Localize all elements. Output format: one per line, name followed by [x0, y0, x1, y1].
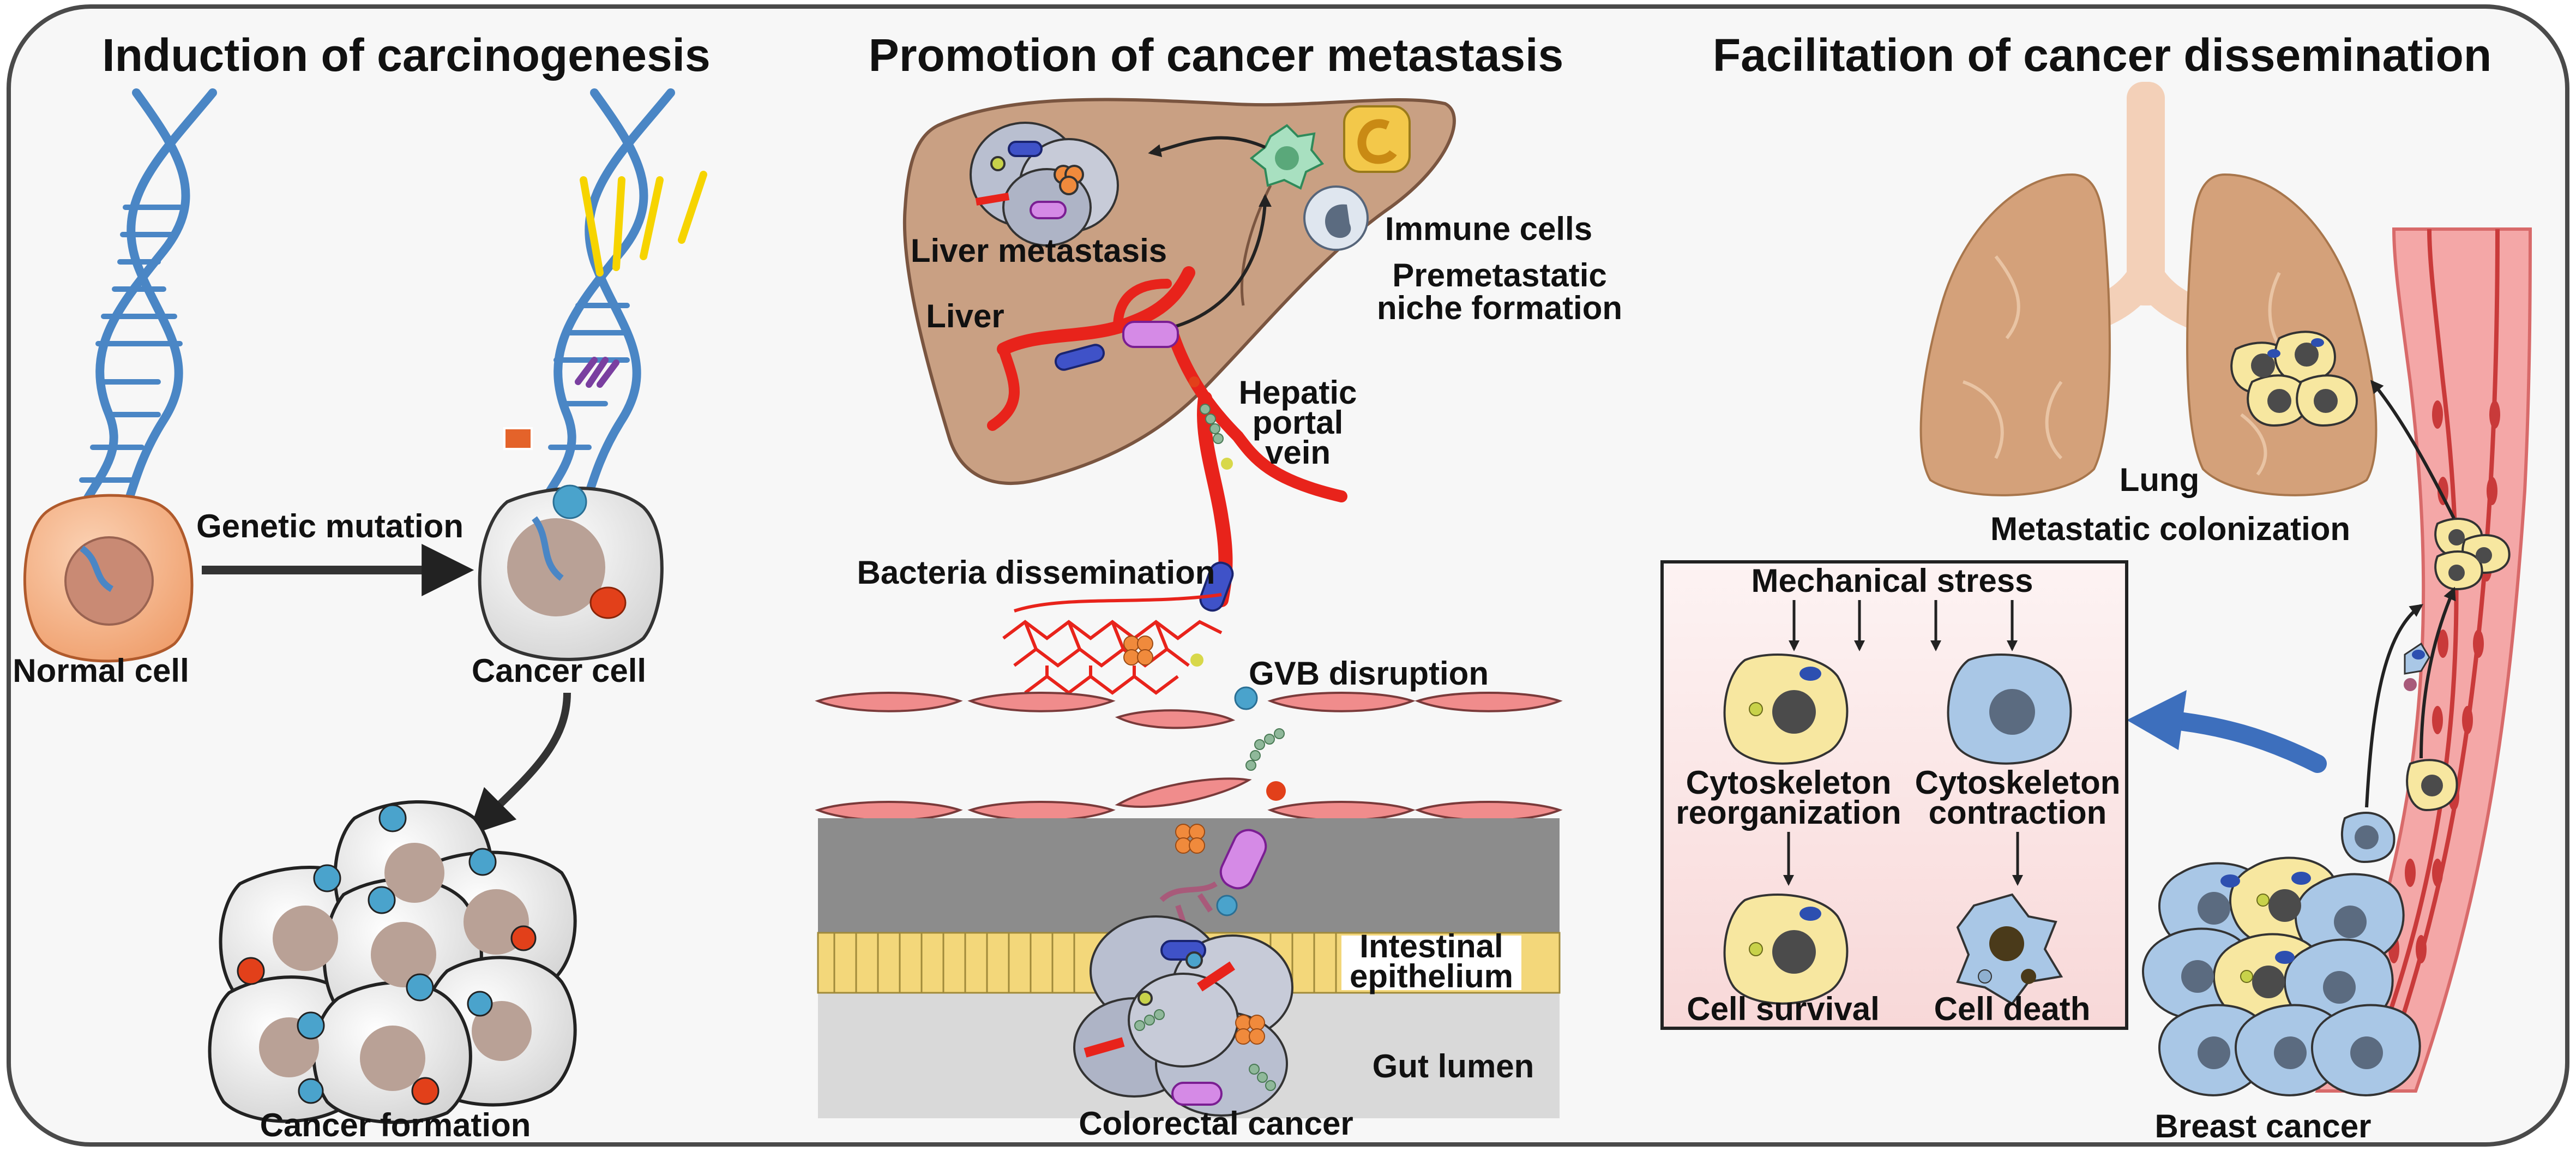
cancer-formation-arrow [468, 692, 571, 836]
lung-label: Lung [2120, 461, 2200, 498]
immune-cell-icon [1249, 105, 1411, 251]
bacteria-dissemination-label: Bacteria dissemination [857, 554, 1215, 591]
panel-title-dissemination: Facilitation of cancer dissemination [1713, 29, 2491, 81]
cell-survival-label: Cell survival [1687, 991, 1880, 1027]
contraction-label-2: contraction [1929, 794, 2107, 831]
immune-arrow [1148, 136, 1266, 157]
cancer-cell-icon [478, 484, 664, 661]
panel-dissemination: Facilitation of cancer dissemination Lun… [1660, 29, 2532, 1144]
intestinal-epithelium-label-1: Intestinal [1359, 928, 1503, 964]
capillary-network [1002, 593, 1223, 695]
lung-metastatic-cluster [2230, 331, 2358, 427]
premetastatic-label-1: Premetastatic [1392, 257, 1607, 293]
colorectal-cancer-label: Colorectal cancer [1079, 1105, 1353, 1142]
surviving-cell-icon [1723, 894, 1849, 1005]
contracted-cell-icon [1947, 654, 2072, 765]
cell-death-label: Cell death [1934, 991, 2091, 1027]
cancer-formation-cluster [208, 800, 577, 1124]
premetastatic-label-2: niche formation [1377, 290, 1622, 326]
contraction-label-1: Cytoskeleton [1915, 764, 2121, 801]
panel-title-metastasis: Promotion of cancer metastasis [869, 29, 1563, 81]
reorganization-label-1: Cytoskeleton [1686, 764, 1892, 801]
dissemination-arrow [2161, 711, 2327, 773]
panel-carcinogenesis: Induction of carcinogenesis Normal cell … [13, 29, 710, 1143]
panel-title-carcinogenesis: Induction of carcinogenesis [102, 29, 711, 81]
genetic-mutation-label: Genetic mutation [196, 508, 464, 544]
cancer-formation-label: Cancer formation [260, 1107, 531, 1143]
recruitment-arrow [1172, 194, 1272, 329]
gvb-disruption-label: GVB disruption [1249, 655, 1489, 692]
immune-cells-label: Immune cells [1385, 211, 1592, 247]
hepatic-label-3: vein [1265, 434, 1331, 471]
hepatic-label-1: Hepatic [1239, 374, 1357, 411]
vessel-tumor-cluster [2434, 518, 2511, 591]
intestinal-epithelium-label-2: epithelium [1350, 958, 1513, 994]
mechanical-stress-label: Mechanical stress [1752, 562, 2033, 599]
metastatic-colonization-label: Metastatic colonization [1990, 511, 2350, 547]
stress-arrows [1789, 600, 2018, 651]
breast-cancer-cluster [2142, 856, 2421, 1096]
reorganization-label-2: reorganization [1676, 794, 1901, 831]
cancer-cell-label: Cancer cell [472, 652, 646, 689]
circulating-cells [2341, 642, 2458, 864]
normal-cell-icon [23, 494, 194, 663]
liver-metastasis-cluster [970, 122, 1119, 247]
gut-vascular-barrier [815, 692, 1563, 822]
colonization-arrows [2365, 380, 2456, 808]
panel-metastasis: Promotion of cancer metastasis Liver met… [815, 29, 1622, 1142]
hepatic-label-2: portal [1253, 404, 1344, 441]
dying-cell-icon [1956, 893, 2063, 1005]
liver-label: Liver [926, 298, 1004, 334]
gut-lumen-label: Gut lumen [1373, 1048, 1534, 1084]
liver-metastasis-label: Liver metastasis [911, 232, 1167, 269]
normal-cell-label: Normal cell [13, 652, 189, 689]
colorectal-tumor [1073, 915, 1293, 1117]
reorganized-cell-icon [1723, 654, 1849, 765]
breast-cancer-label: Breast cancer [2155, 1108, 2372, 1144]
